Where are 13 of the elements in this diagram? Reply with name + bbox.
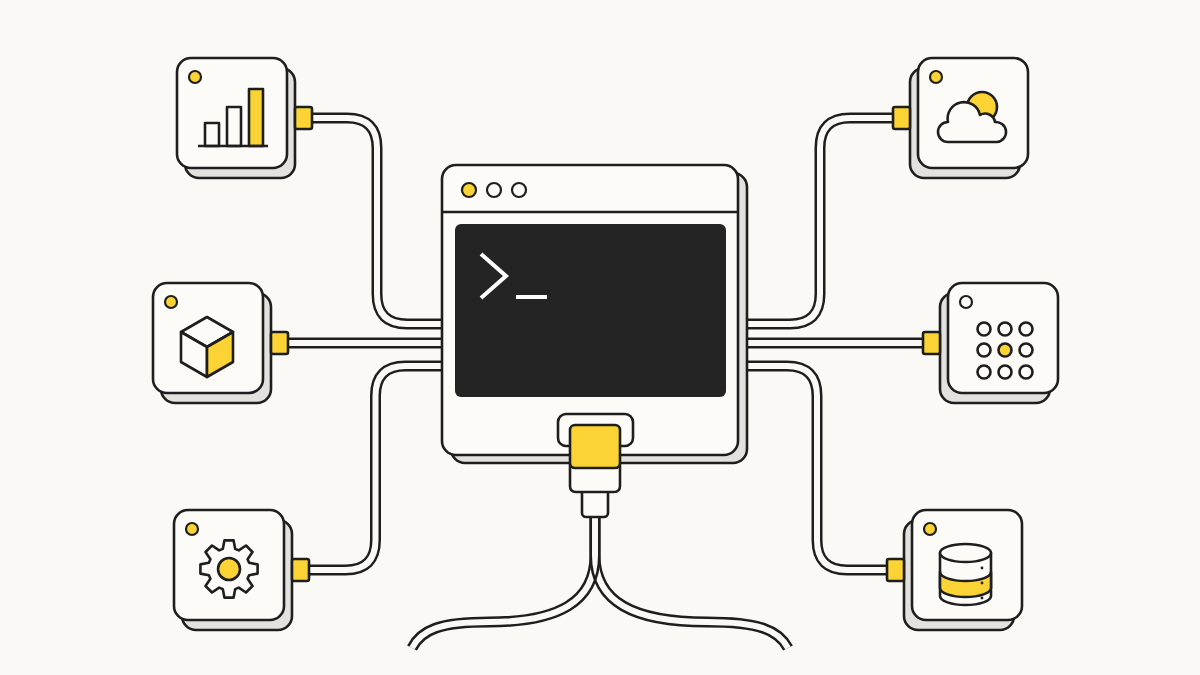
cable — [747, 337, 923, 349]
module-box — [921, 281, 1060, 405]
module-box — [172, 508, 311, 632]
cable — [747, 360, 887, 576]
module-box — [885, 508, 1024, 632]
module-box — [175, 56, 314, 180]
module-box — [151, 281, 290, 405]
cable — [312, 112, 442, 330]
cable — [288, 337, 442, 349]
cable — [747, 112, 893, 330]
module-box — [891, 56, 1030, 180]
cable — [309, 360, 442, 576]
cable — [589, 517, 793, 651]
